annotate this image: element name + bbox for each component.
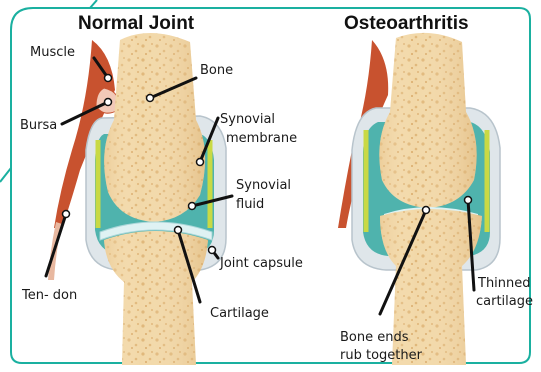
label-joint-capsule: Joint capsule <box>220 256 303 271</box>
osteoarthritis-title: Osteoarthritis <box>344 13 469 35</box>
normal-joint-art <box>48 33 226 365</box>
label-muscle: Muscle <box>30 45 75 60</box>
label-synovial-membrane-line2: membrane <box>226 131 297 146</box>
label-synovial-fluid-line2: fluid <box>236 197 264 212</box>
frame-tick-top <box>90 0 97 8</box>
label-bursa: Bursa <box>20 118 57 133</box>
frame-tick-left <box>0 168 11 182</box>
label-bone-ends-line2: rub together <box>340 348 422 363</box>
label-synovial-membrane-line1: Synovial <box>220 112 275 127</box>
label-bone: Bone <box>200 63 233 78</box>
label-thinned-cartilage-line2: cartilage <box>476 294 533 309</box>
oa-joint-art <box>338 33 500 365</box>
label-bone-ends-line1: Bone ends <box>340 330 409 345</box>
label-thinned-cartilage-line1: Thinned <box>478 276 531 291</box>
normal-joint-title: Normal Joint <box>78 13 194 35</box>
label-synovial-fluid-line1: Synovial <box>236 178 291 193</box>
label-cartilage: Cartilage <box>210 306 269 321</box>
label-tendon: Ten- don <box>22 288 77 303</box>
